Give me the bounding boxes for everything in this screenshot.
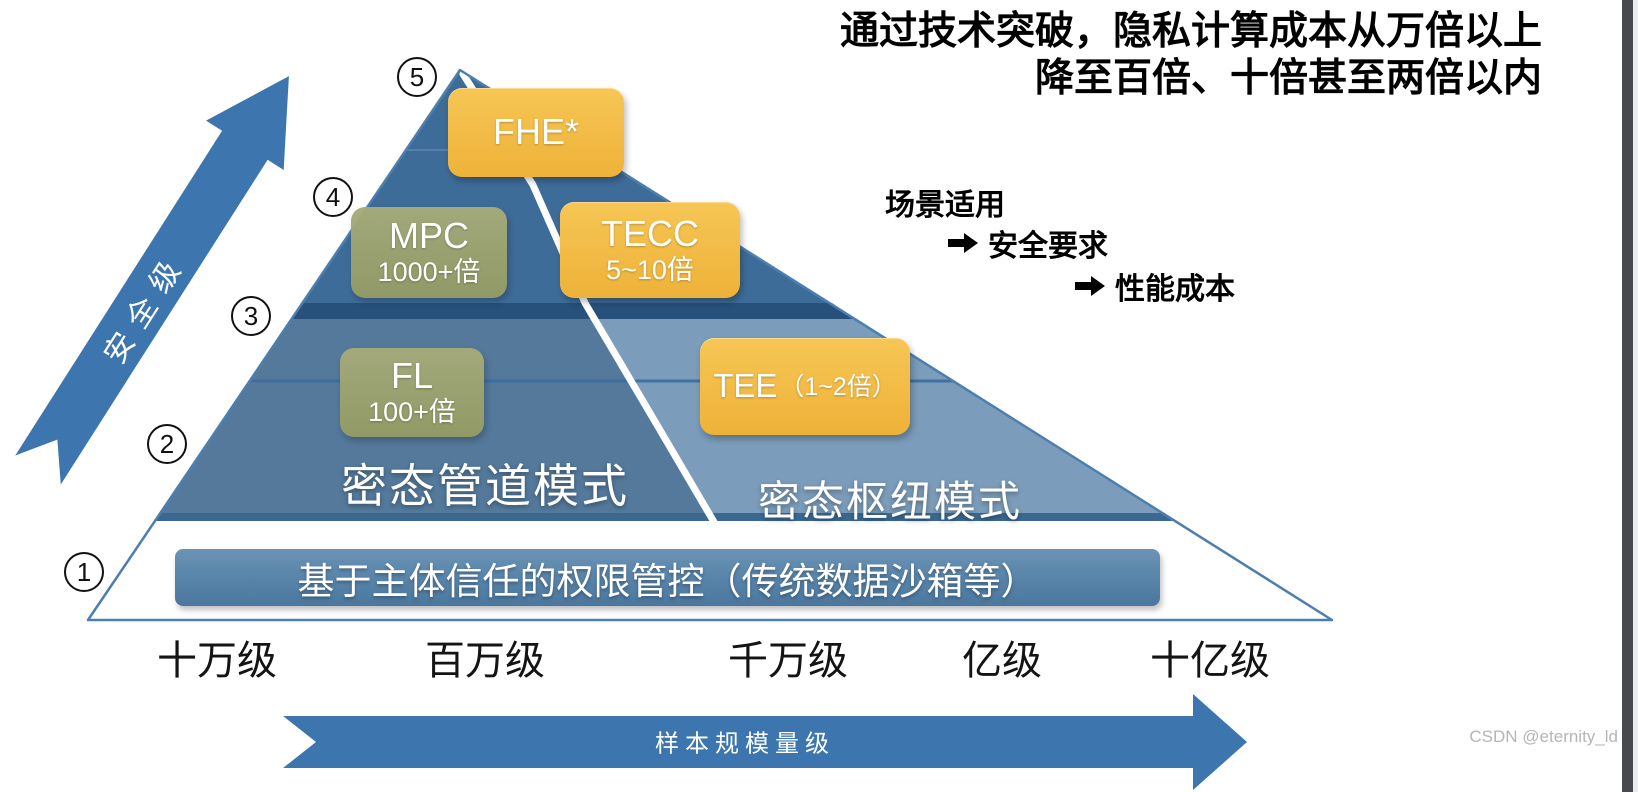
x-tick-1b: 十亿级 [1150,639,1270,683]
base-band-label: 基于主体信任的权限管控（传统数据沙箱等） [297,560,1038,602]
level-marker-2-label: 2 [159,428,175,459]
x-tick-10m: 千万级 [728,639,848,683]
level-marker-5-label: 5 [409,61,425,92]
right-arrow-icon [1075,275,1105,297]
tech-box-fhe: FHE* [448,88,624,177]
level-marker-4-label: 4 [325,181,341,212]
security-axis-arrow [15,76,289,485]
level-marker-4: 4 [313,177,353,217]
tech-tecc-cost: 5~10倍 [606,254,694,285]
headline-line-2: 降至百倍、十倍甚至两倍以内 [1034,57,1542,100]
scenario-heading: 场景适用 [885,180,1005,224]
tech-box-fl: FL 100+倍 [340,348,484,437]
level-marker-1: 1 [64,552,104,592]
tech-tecc-name: TECC [601,212,699,254]
scenario-item-performance: 性能成本 [1075,264,1235,308]
tech-tee-name: TEE [713,367,778,405]
scenario-item-security: 安全要求 [948,221,1108,265]
level-marker-1-label: 1 [76,556,92,587]
scenario-item-security-label: 安全要求 [988,230,1108,263]
tech-box-mpc: MPC 1000+倍 [351,207,507,298]
scenario-item-performance-label: 性能成本 [1115,273,1235,306]
headline-line-1: 通过技术突破，隐私计算成本从万倍以上 [839,10,1542,53]
window-edge-strip [1633,0,1638,792]
level-marker-3-label: 3 [243,300,259,331]
headline: 通过技术突破，隐私计算成本从万倍以上 降至百倍、十倍甚至两倍以内 [840,8,1542,102]
level-marker-5: 5 [397,57,437,97]
tech-mpc-cost: 1000+倍 [377,257,481,288]
x-tick-1m: 百万级 [425,639,545,683]
scenario-heading-label: 场景适用 [885,189,1005,222]
tech-fl-name: FL [390,355,433,397]
divider-thick [292,303,855,319]
tech-box-tecc: TECC 5~10倍 [560,202,740,298]
base-band: 基于主体信任的权限管控（传统数据沙箱等） [175,549,1160,606]
tech-box-tee: TEE （1~2倍） [700,338,910,435]
x-tick-100m: 亿级 [962,639,1042,683]
level-marker-2: 2 [147,424,187,464]
level-marker-3: 3 [231,296,271,336]
sample-scale-arrow [283,694,1247,790]
tech-fhe-name: FHE* [492,111,579,153]
x-axis-label: 样本规模量级 [655,730,835,758]
watermark: CSDN @eternity_ld [1469,727,1618,746]
mode-label-pipe: 密态管道模式 [341,460,629,512]
mode-label-hub: 密态枢纽模式 [757,478,1022,525]
window-edge-bar [1622,0,1633,792]
x-tick-100k: 十万级 [157,639,277,683]
divider-l1-l2 [155,513,1175,521]
right-arrow-icon [948,232,978,254]
tech-mpc-name: MPC [389,215,469,257]
tech-fl-cost: 100+倍 [368,397,456,428]
tech-tee-cost: （1~2倍） [779,372,897,401]
